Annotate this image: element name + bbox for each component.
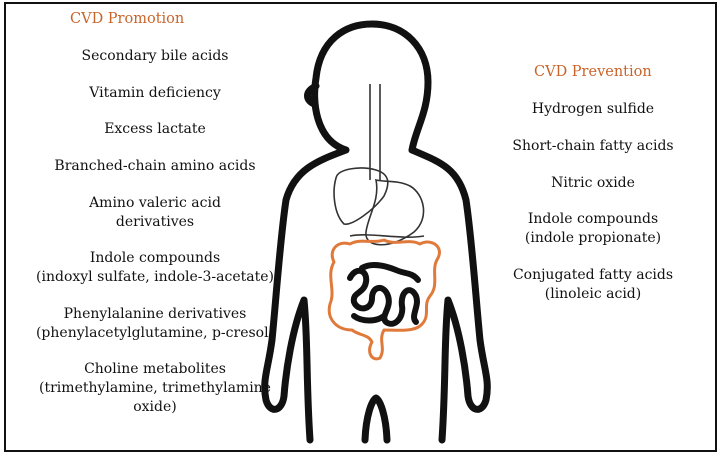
promotion-item: Secondary bile acids	[81, 48, 229, 64]
promotion-item: Choline metabolites(trimethylamine, trim…	[39, 361, 271, 415]
promotion-item: Excess lactate	[104, 121, 206, 137]
figure-frame	[4, 2, 717, 452]
large-intestine	[327, 238, 441, 361]
promotion-item: Phenylalanine derivatives(phenylacetylgl…	[35, 306, 275, 341]
prevention-item: Indole compounds(indole propionate)	[524, 211, 662, 246]
body-outline	[261, 20, 491, 444]
pancreas	[349, 234, 425, 238]
prevention-heading: CVD Prevention	[534, 64, 652, 80]
promotion-item: Branched-chain amino acids	[54, 158, 256, 174]
esophagus	[369, 84, 381, 180]
prevention-item: Hydrogen sulfide	[531, 101, 655, 117]
prevention-item: Conjugated fatty acids(linoleic acid)	[512, 267, 674, 302]
promotion-item: Vitamin deficiency	[89, 85, 221, 101]
promotion-item: Indole compounds(indoxyl sulfate, indole…	[36, 250, 274, 285]
prevention-item: Nitric oxide	[551, 175, 635, 191]
small-intestine	[347, 261, 421, 327]
promotion-heading: CVD Promotion	[70, 11, 185, 27]
liver	[333, 167, 389, 225]
prevention-item: Short-chain fatty acids	[512, 138, 674, 154]
stomach	[365, 178, 425, 246]
